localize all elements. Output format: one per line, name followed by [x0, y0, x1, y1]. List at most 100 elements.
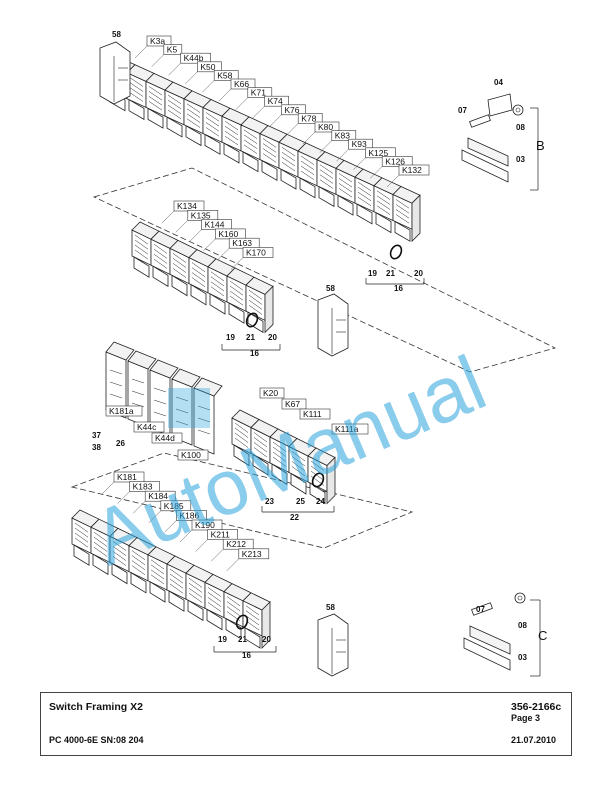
- relay-strip-2-hatch: [134, 239, 149, 250]
- callout-04: 04: [494, 78, 503, 87]
- section-b-label: B: [536, 138, 545, 153]
- k-label-g3-left: K44c: [137, 422, 157, 432]
- k-label-g3: K20: [263, 388, 278, 398]
- callout-07-b: 07: [458, 106, 467, 115]
- drawing-labels: K3aK5K44bK50K58K66K71K74K76K78K80K83K93K…: [101, 35, 430, 571]
- relay-strip-3-base: [290, 472, 307, 495]
- k-label-g4-label: K212: [226, 539, 246, 549]
- relay-strip-1-base: [166, 116, 183, 138]
- k-label-g1-box: [381, 156, 413, 167]
- k-label-g4-box: [238, 548, 270, 560]
- k-label-g3-left-box: [105, 405, 143, 417]
- relay-strip-4-hatch: [245, 615, 260, 626]
- relay-strip-4-hatch: [150, 559, 165, 570]
- relay-strip-1-hatch: [319, 164, 334, 174]
- k-label-g4-box: [113, 471, 145, 483]
- end-block-top: [99, 41, 131, 105]
- k-label-g2-leader: [161, 210, 175, 224]
- relay-strip-2-hatch: [229, 285, 244, 296]
- relay-strip-1-hatch: [205, 127, 220, 137]
- k-label-g2-label: K170: [246, 248, 266, 258]
- relay-strip-2-base: [133, 256, 150, 278]
- relay-strip-1-hatch: [395, 199, 410, 209]
- relay-strip-4-hatch: [226, 601, 241, 612]
- relay-strip-2-hatch: [229, 295, 244, 306]
- relay-strip-1-hatch: [319, 174, 334, 184]
- k-label-g2-leader: [189, 229, 202, 242]
- contactor-detail: [197, 405, 211, 411]
- k-label-g3-left-box: [151, 432, 183, 444]
- callout-07-c: 07: [476, 605, 485, 614]
- relay-strip-3-hatch: [291, 466, 306, 477]
- relay-strip-4-hatch: [150, 574, 165, 585]
- drawing-date: 21.07.2010: [511, 735, 557, 745]
- section-c-label: C: [538, 628, 547, 643]
- contactor-block-top: [105, 341, 135, 361]
- k-label-g4-box: [222, 538, 254, 550]
- relay-strip-4-hatch: [207, 587, 222, 597]
- contactor-detail: [175, 408, 189, 414]
- k-label-g2-label: K160: [218, 229, 238, 239]
- k-label-g1-box: [247, 87, 273, 98]
- relay-strip-1-hatch: [129, 82, 144, 92]
- contactor-block: [127, 360, 149, 428]
- callout-20-g1: 20: [414, 269, 423, 278]
- k-label-g1-leader: [168, 63, 181, 76]
- k-label-g4-label: K211: [211, 530, 230, 540]
- k-label-g4-box: [129, 481, 160, 492]
- k-label-g2-label: K135: [191, 210, 211, 220]
- k-label-g2-label: K144: [205, 220, 225, 230]
- relay-strip-1-hatch: [376, 200, 391, 210]
- contactor-block-top: [193, 377, 223, 397]
- relay-strip-4-hatch: [112, 556, 127, 566]
- contactor-detail: [197, 429, 211, 435]
- k-label-g3-box: [259, 387, 285, 399]
- relay-strip-1-hatch: [395, 204, 410, 214]
- relay-strip-2-hatch: [172, 268, 187, 278]
- relay-strip-4-base: [206, 608, 223, 631]
- k-label-g3: K111: [303, 409, 322, 419]
- k-label-g1-label: K80: [318, 122, 333, 132]
- relay-strip-4-base: [92, 553, 109, 576]
- relay-strip-4-hatch: [112, 546, 127, 556]
- ring-marker: [311, 472, 325, 488]
- k-label-g1-label: K126: [385, 156, 405, 166]
- relay-strip-2-hatch: [172, 263, 187, 273]
- relay-strip-1-hatch: [224, 130, 239, 141]
- k-label-g1-leader: [252, 106, 265, 119]
- relay-strip-4-base: [130, 571, 147, 594]
- ring-marker: [245, 312, 259, 328]
- relay-strip-4-base: [149, 581, 166, 603]
- relay-strip-4-hatch: [245, 610, 260, 621]
- relay-strip-1-hatch: [300, 165, 315, 175]
- k-label-g2-label: K134: [177, 201, 197, 211]
- relay-strip-1-hatch: [186, 118, 201, 128]
- k-label-g1-label: K132: [402, 165, 422, 175]
- callout-19-g4: 19: [218, 635, 227, 644]
- relay-strip-2-hatch: [248, 304, 263, 315]
- relay-strip-1-hatch: [243, 129, 258, 139]
- relay-strip-2-base: [171, 274, 188, 297]
- relay-strip-1-hatch: [243, 139, 258, 149]
- callout-16-g1: 16: [394, 284, 403, 293]
- contactor-detail: [131, 378, 145, 384]
- relay-strip-1-hatch: [319, 179, 334, 189]
- contactor-detail: [153, 399, 167, 405]
- relay-strip-4-hatch: [93, 536, 108, 547]
- relay-strip-3-hatch: [291, 456, 306, 467]
- relay-strip-3-endcap: [326, 456, 336, 505]
- k-label-g1-box: [314, 121, 340, 133]
- callout-19-g2: 19: [226, 333, 235, 342]
- relay-strip-1-base: [204, 133, 221, 155]
- relay-strip-4-hatch: [150, 569, 165, 580]
- relay-strip-4-hatch: [188, 577, 203, 588]
- relay-strip-1-hatch: [262, 148, 277, 158]
- callout-21-g1: 21: [386, 269, 395, 278]
- k-label-g3-left-box: [133, 421, 165, 433]
- k-label-g1-label: K93: [352, 139, 367, 149]
- relay-strip-1-hatch: [224, 120, 239, 131]
- relay-strip-3-base: [233, 444, 250, 467]
- hardware-b-nut-hole: [515, 107, 521, 113]
- relay-strip-2-endcap: [264, 285, 274, 334]
- relay-strip-4-hatch: [112, 541, 127, 551]
